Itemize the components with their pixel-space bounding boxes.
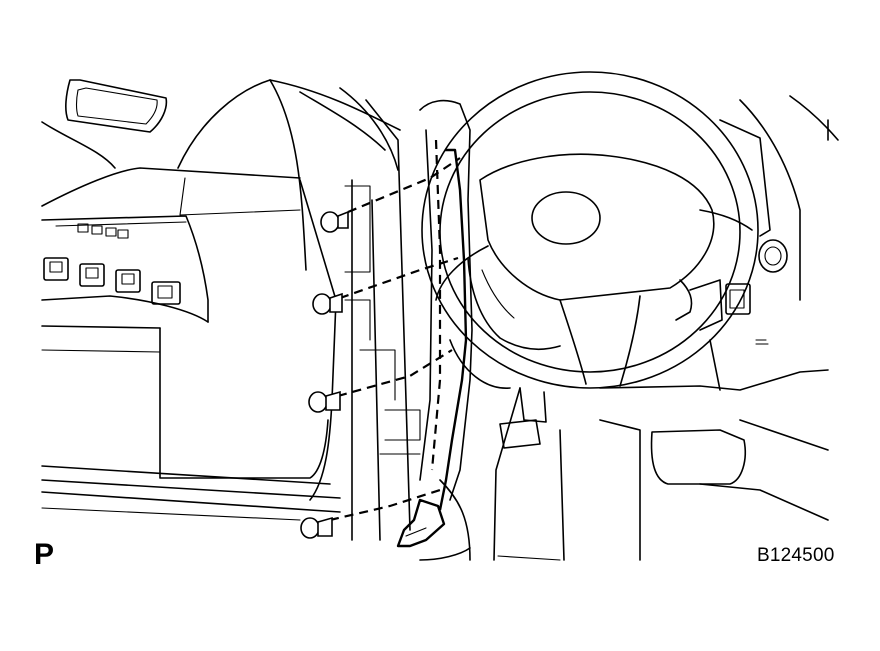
clip-1 bbox=[320, 157, 461, 233]
clip-2 bbox=[312, 256, 459, 315]
pillar-garnish bbox=[396, 99, 473, 548]
clip-3 bbox=[308, 349, 453, 413]
clip-4 bbox=[300, 488, 441, 539]
dashboard bbox=[493, 95, 839, 561]
view-marker-label: P bbox=[34, 538, 55, 571]
door-panel bbox=[41, 79, 341, 521]
figure-code-label: B124500 bbox=[757, 545, 835, 566]
steering-wheel bbox=[421, 71, 759, 449]
